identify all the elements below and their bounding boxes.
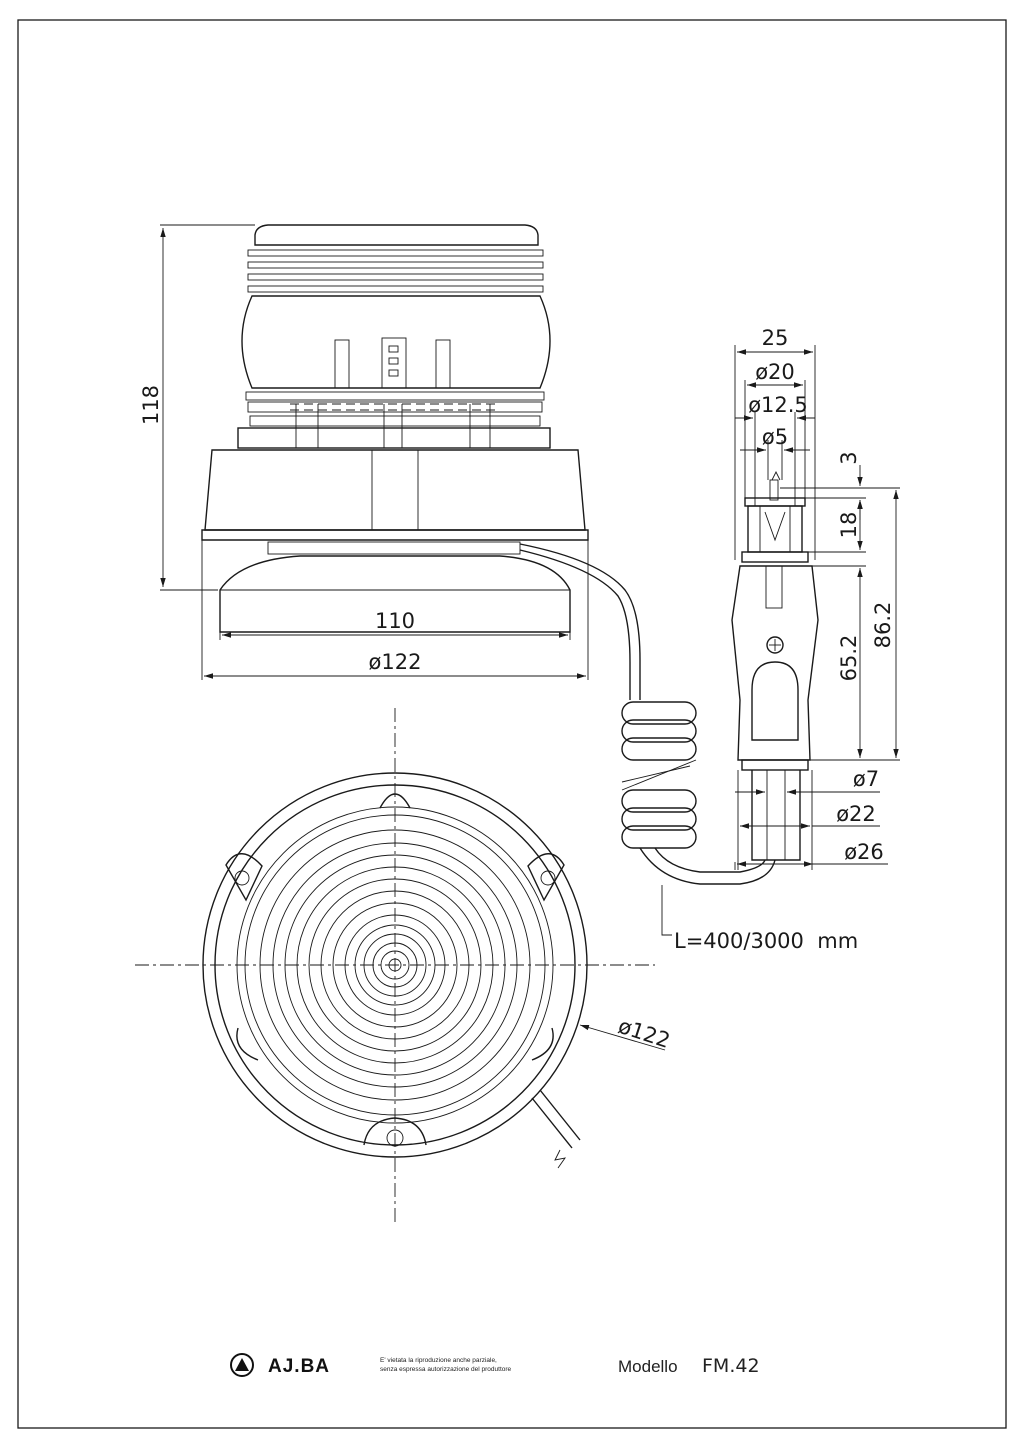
dim-cable-7: ø7 (853, 767, 879, 791)
cigarette-plug (731, 470, 819, 861)
dim-sleeve-26: ø26 (844, 840, 884, 864)
dim-plug-20: ø20 (755, 360, 795, 384)
dim-overall-86-2: 86.2 (871, 602, 895, 649)
brand-logo-icon (230, 1353, 254, 1377)
coiled-cable (519, 543, 776, 885)
copyright-notice-line-1: E' vietata la riproduzione anche parzial… (380, 1357, 497, 1364)
dim-plug-12-5: ø12.5 (748, 393, 808, 417)
dim-110: 110 (375, 609, 415, 633)
beacon-plan-view (135, 708, 655, 1225)
dim-base-diameter: ø122 (369, 650, 422, 674)
drawing-border (17, 19, 1007, 1429)
dimension-lines (160, 224, 900, 1051)
dim-plan-diameter: ø122 (615, 1014, 673, 1053)
dim-cable-length: L=400/3000 mm (674, 929, 858, 953)
beacon-side-view (201, 224, 589, 633)
dim-contact-18: 18 (837, 512, 861, 539)
model-label: Modello (618, 1357, 678, 1376)
model-code: FM.42 (702, 1355, 760, 1377)
dim-118: 118 (139, 385, 163, 425)
dim-sleeve-22: ø22 (836, 802, 876, 826)
dim-plug-5: ø5 (762, 425, 788, 449)
copyright-notice-line-2: senza espressa autorizzazione del produt… (380, 1366, 512, 1373)
brand-name: AJ.BA (268, 1356, 330, 1377)
dim-plug-25: 25 (762, 326, 789, 350)
dimension-labels: 118 110 ø122 25 ø20 ø12.5 ø5 3 18 65.2 8… (139, 326, 895, 1053)
dim-tip-3: 3 (837, 451, 861, 464)
dim-body-65-2: 65.2 (837, 635, 861, 682)
title-block: AJ.BA E' vietata la riproduzione anche p… (230, 1353, 760, 1377)
